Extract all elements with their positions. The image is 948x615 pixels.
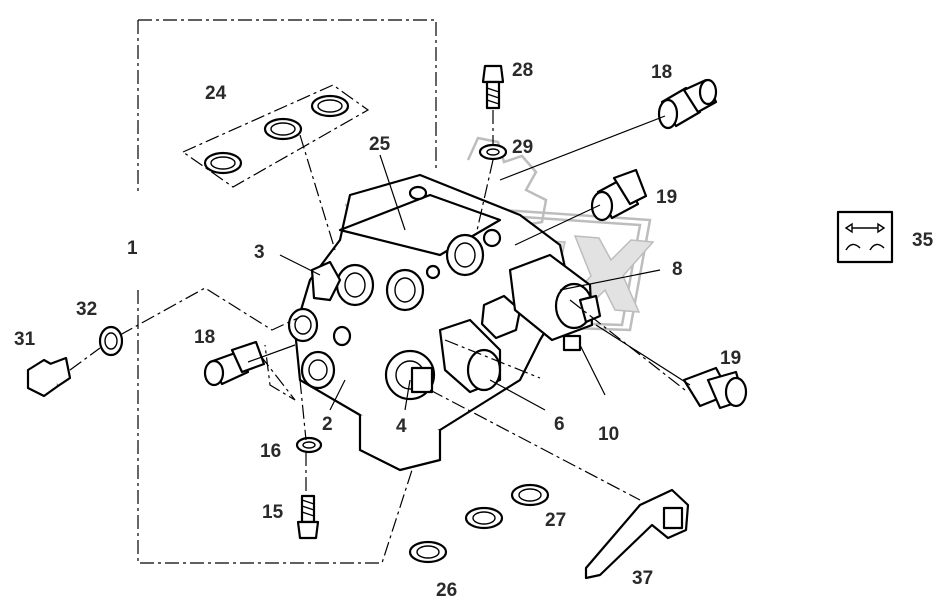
callout-37: 37: [632, 568, 653, 589]
callout-labels: 1 2 3 4 6 8 10 15 16 18 18 19 19 24 25 2…: [14, 60, 934, 601]
o-ring-set-24: [203, 94, 350, 175]
bolt-28: [481, 64, 505, 110]
plug-31: [26, 356, 72, 398]
leader-lines: [69, 110, 691, 501]
callout-3: 3: [254, 242, 265, 263]
callout-18-top: 18: [651, 62, 672, 83]
o-ring-set-26-27: [408, 483, 550, 564]
callout-16: 16: [260, 441, 281, 462]
lever-37: [584, 488, 690, 580]
assembly-frame: [137, 19, 437, 564]
callout-29: 29: [512, 137, 533, 158]
washer-29: [478, 143, 508, 161]
callout-6: 6: [554, 414, 565, 435]
callout-25: 25: [369, 134, 391, 155]
fitting-19-lower: [682, 366, 748, 410]
callout-10: 10: [598, 424, 619, 445]
callout-2: 2: [322, 414, 333, 435]
callout-15: 15: [262, 502, 284, 523]
bolt-15: [296, 494, 320, 540]
callout-26: 26: [436, 580, 457, 601]
fitting-18-top: [657, 78, 718, 130]
callout-18-left: 18: [194, 327, 215, 348]
callout-19-lower: 19: [720, 348, 741, 369]
washer-16: [295, 436, 323, 454]
callout-1: 1: [127, 238, 138, 259]
callout-8: 8: [672, 259, 683, 280]
callout-19-upper: 19: [656, 187, 677, 208]
seal-32: [98, 325, 124, 357]
callout-31: 31: [14, 329, 36, 350]
callout-24: 24: [205, 83, 227, 104]
callout-4: 4: [396, 416, 407, 437]
fitting-19-upper: [590, 168, 648, 222]
callout-28: 28: [512, 60, 533, 81]
callout-35: 35: [912, 230, 934, 251]
fitting-18-left: [203, 340, 266, 387]
hare-tortoise-speed-icon: [836, 210, 894, 264]
callout-27: 27: [545, 510, 566, 531]
valve-block: [287, 173, 602, 472]
callout-32: 32: [76, 299, 97, 320]
